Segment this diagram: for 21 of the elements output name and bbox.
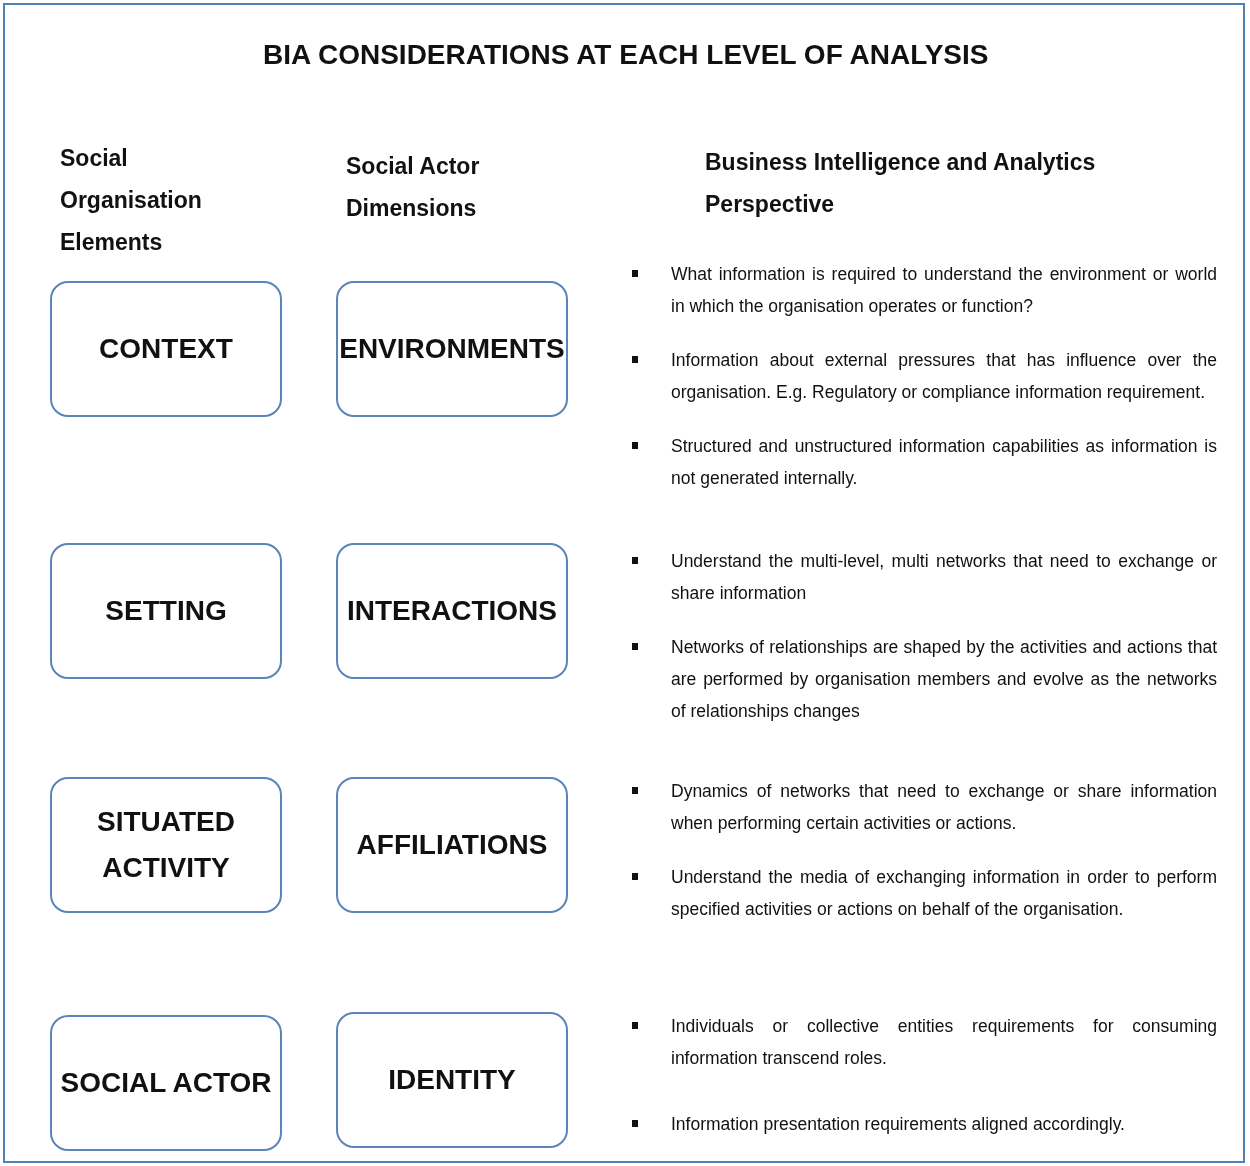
rounded-box: AFFILIATIONS <box>336 777 568 913</box>
column-heading: Social Actor Dimensions <box>346 152 481 223</box>
bullet-text: Networks of relationships are shaped by the activities and actions that are performed by organisation members and evolve as the networks of relationships changes <box>671 636 1217 723</box>
bullet-text: Information about external pressures that has influence over the organisation. E.g. Regulatory or compliance information requirement. <box>671 349 1217 404</box>
rounded-box: CONTEXT <box>50 281 282 417</box>
bullet-text: Dynamics of networks that need to exchange or share information when performing certain activities or actions. <box>671 780 1217 835</box>
rounded-box: ENVIRONMENTS <box>336 281 568 417</box>
rounded-box: SETTING <box>50 543 282 679</box>
rounded-box: INTERACTIONS <box>336 543 568 679</box>
rounded-box: SITUATED ACTIVITY <box>50 777 282 913</box>
rounded-box: SOCIAL ACTOR <box>50 1015 282 1151</box>
rounded-box: IDENTITY <box>336 1012 568 1148</box>
bullet-text: Individuals or collective entities requirements for consuming information transcend roles. <box>671 1015 1217 1070</box>
column-heading: Social Organisation Elements <box>60 144 203 257</box>
column-heading: Business Intelligence and Analytics Perspective <box>705 148 1097 219</box>
bullet-text: Understand the media of exchanging information in order to perform specified activities or actions on behalf of the organisation. <box>671 866 1217 921</box>
bullet-text: Information presentation requirements aligned accordingly. <box>671 1113 1126 1136</box>
diagram-title: BIA CONSIDERATIONS AT EACH LEVEL OF ANALYSIS <box>263 39 989 71</box>
bullet-text: What information is required to understand the environment or world in which the organisation operates or function? <box>671 263 1217 318</box>
bullet-text: Structured and unstructured information capabilities as information is not generated internally. <box>671 435 1217 490</box>
bullet-text: Understand the multi-level, multi networks that need to exchange or share information <box>671 550 1217 605</box>
